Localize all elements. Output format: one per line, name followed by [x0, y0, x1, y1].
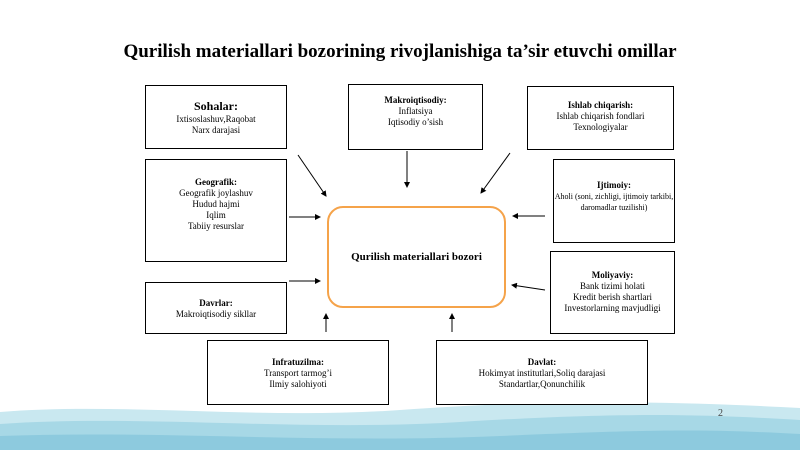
arrow-sohalar [297, 154, 327, 197]
box-line: Iqlim [206, 210, 226, 220]
box-line: Aholi (soni, zichligi, ijtimoiy tarkibi, [554, 192, 674, 201]
factor-box-davlat: Davlat: Hokimyat institutlari,Soliq dara… [436, 340, 648, 405]
page-title: Qurilish materiallari bozorining rivojla… [123, 41, 677, 62]
box-heading: Moliyaviy: [591, 270, 634, 280]
factor-box-davrlar: Davrlar: Makroiqtisodiy sikllar [145, 282, 287, 334]
box-line: Standartlar,Qonunchilik [498, 379, 586, 389]
box-heading: Sohalar: [193, 99, 238, 113]
box-line: Hudud hajmi [192, 199, 240, 209]
box-line: Ishlab chiqarish fondlari [556, 111, 645, 121]
factor-box-ishlab-chiqarish: Ishlab chiqarish: Ishlab chiqarish fondl… [527, 86, 674, 150]
factor-box-moliyaviy: Moliyaviy: Bank tizimi holati Kredit ber… [550, 251, 675, 334]
box-heading: Ijtimoiy: [597, 180, 631, 190]
box-line: Texnologiyalar [573, 122, 628, 132]
box-line: Iqtisodiy o’sish [387, 117, 444, 127]
factor-box-geografik: Geografik: Geografik joylashuv Hudud haj… [145, 159, 287, 262]
box-line: Ixtisoslashuv,Raqobat [176, 114, 256, 124]
box-line: Geografik joylashuv [179, 188, 253, 198]
box-line: Tabiiy resurslar [187, 221, 245, 231]
box-line: daromadlar tuzilishi) [580, 203, 648, 212]
box-line: Bank tizimi holati [580, 281, 645, 291]
factor-box-infratuzilma: Infratuzilma: Transport tarmog’i Ilmiy s… [207, 340, 389, 405]
box-heading: Davrlar: [199, 298, 233, 308]
box-line: Inflatsiya [398, 106, 433, 116]
box-line: Narx darajasi [191, 125, 241, 135]
arrow-moliyaviy [511, 282, 546, 291]
page-number: 2 [718, 408, 723, 419]
box-line: Transport tarmog’i [264, 368, 332, 378]
box-heading: Ishlab chiqarish: [567, 100, 634, 110]
box-heading: Davlat: [527, 357, 557, 367]
box-heading: Infratuzilma: [272, 357, 324, 367]
box-line: Ilmiy salohiyoti [269, 379, 327, 389]
box-line: Investorlarning mavjudligi [564, 303, 661, 313]
central-node-label: Qurilish materiallari bozori [351, 251, 482, 263]
box-heading: Makroiqtisodiy: [384, 95, 447, 105]
box-heading: Geografik: [195, 177, 237, 187]
arrow-ishlab [480, 152, 511, 194]
box-line: Kredit berish shartlari [573, 292, 652, 302]
factor-box-sohalar: Sohalar: Ixtisoslashuv,Raqobat Narx dara… [145, 85, 287, 149]
central-node-market: Qurilish materiallari bozori [327, 206, 506, 308]
factor-box-makroiqtisodiy: Makroiqtisodiy: Inflatsiya Iqtisodiy o’s… [348, 84, 483, 150]
box-line: Makroiqtisodiy sikllar [175, 309, 257, 319]
factor-box-ijtimoiy: Ijtimoiy: Aholi (soni, zichligi, ijtimoi… [553, 159, 675, 243]
box-line: Hokimyat institutlari,Soliq darajasi [478, 368, 606, 378]
